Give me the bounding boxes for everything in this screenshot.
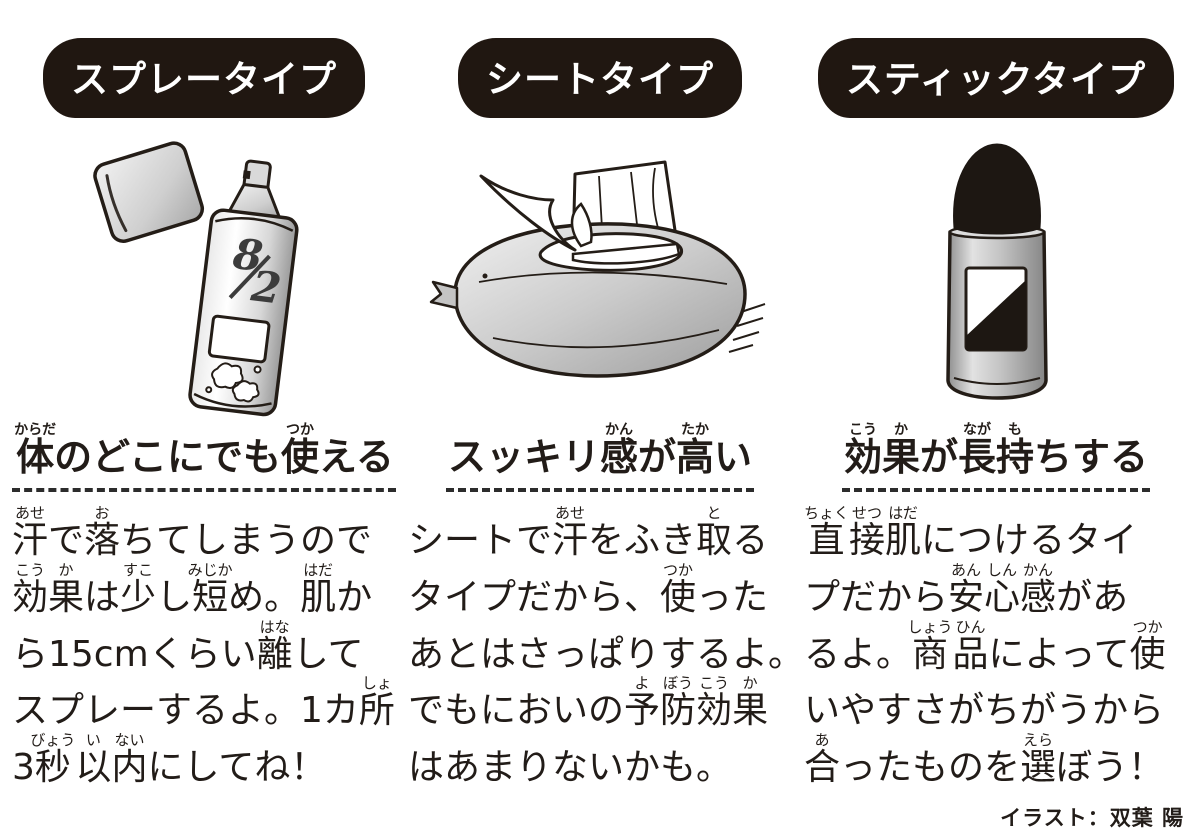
stick-base-line [953, 377, 1040, 385]
stick-illustration-area [894, 126, 1099, 422]
pouch-dot [482, 273, 487, 278]
svg-text:2: 2 [248, 261, 284, 313]
body-text-line: るよ。商しょう品ひんによって使つか [804, 617, 1166, 675]
stick-description: 直ちょく接せつ肌はだにつけるタイプだから安あん心しん感かんがあるよ。商しょう品ひ… [804, 504, 1188, 788]
column-stick-type: スティックタイプ [804, 40, 1188, 788]
spray-can-body: 8 2 [188, 159, 299, 417]
spray-description: 汗あせで落おちてしまうので効こう果かは少すこし短みじかめ。肌はだから15cmくら… [12, 504, 396, 788]
body-text-line: 3秒びょう以い内ないにしてね！ [12, 731, 327, 789]
stick-deodorant-illustration [945, 143, 1048, 400]
stick-cap [952, 143, 1041, 235]
body-text-line: タイプだから、使つかった [408, 560, 769, 618]
illustrator-credit: イラスト：双葉 陽 [1000, 806, 1184, 830]
sheet-base [571, 242, 680, 265]
body-text-line: 汗あせで落おちてしまうので [12, 503, 373, 561]
pouch-right-seal [728, 302, 765, 353]
peeled-flap [479, 174, 593, 251]
column-sheet-type: シートタイプ [408, 40, 792, 788]
spray-type-badge: スプレータイプ [45, 40, 363, 116]
body-text-line: はあまりないかも。 [408, 747, 715, 789]
body-text-line: プだから安あん心しん感かんがあ [804, 560, 1129, 618]
body-text-line: シートで汗あせをふき取とる [408, 503, 769, 561]
pouch-left-seal [429, 280, 458, 309]
spray-can-illustration: 8 2 [93, 141, 299, 417]
svg-text:8: 8 [230, 229, 266, 281]
body-text-line: ら15cmくらい離はなして [12, 617, 364, 675]
wet-sheet-pack-illustration [429, 160, 765, 378]
body-text-line: 直ちょく接せつ肌はだにつけるタイ [804, 503, 1138, 561]
sheet-illustration-area [423, 126, 778, 422]
type-comparison-board: スプレータイプ [12, 40, 1188, 788]
body-text-line: でもにおいの予よ防ぼう効こう果か [408, 674, 769, 732]
sheet-type-badge: シートタイプ [460, 40, 740, 116]
stick-label [964, 266, 1027, 352]
spray-brand-mark: 8 2 [228, 229, 284, 314]
stick-type-badge: スティックタイプ [819, 40, 1173, 116]
pouch-contour-bottom [492, 328, 719, 348]
body-text-line: 合あったものを選えらぼう！ [804, 731, 1165, 789]
body-text-line: あとはさっぱりするよ。 [408, 633, 787, 675]
spray-cap [93, 141, 205, 243]
column-spray-type: スプレータイプ [12, 40, 396, 788]
spray-headline: 体からだのどこにでも使つかえる [12, 422, 396, 492]
body-text-line: いやすさがちがうから [804, 690, 1165, 732]
body-text-line: 効こう果かは少すこし短みじかめ。肌はだか [12, 560, 373, 618]
sheet-description: シートで汗あせをふき取とるタイプだから、使つかったあとはさっぱりするよ。 でもに… [408, 504, 792, 788]
flower-decor [205, 362, 262, 403]
spray-illustration-area: 8 2 [79, 126, 329, 422]
sheet-headline: スッキリ感かんが高たかい [445, 422, 755, 492]
body-text-line: スプレーするよ。1カ所しょ [12, 674, 395, 732]
stick-headline: 効こう果かが長なが持もちする [841, 422, 1151, 492]
pouch-contour-top [478, 271, 727, 285]
